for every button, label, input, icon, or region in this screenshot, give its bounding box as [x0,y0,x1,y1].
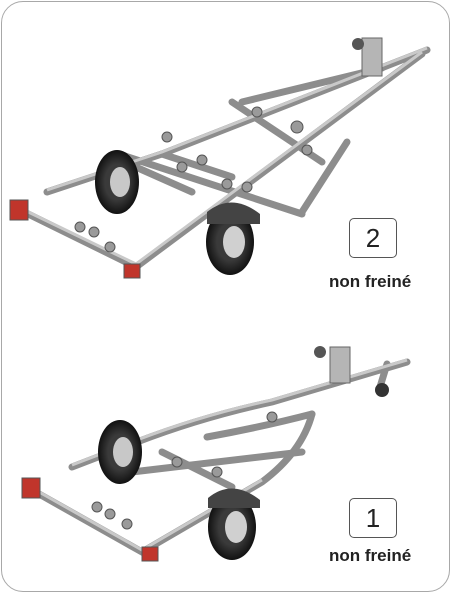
brake-caption-top: non freiné [329,272,412,291]
axle-count-badge-bottom: 1 [349,498,397,538]
double-axle-boat-trailer-image [9,37,431,279]
brake-caption-bottom: non freiné [329,546,412,565]
single-axle-boat-trailer-image [21,346,411,562]
axle-count-badge-top: 2 [349,218,397,258]
